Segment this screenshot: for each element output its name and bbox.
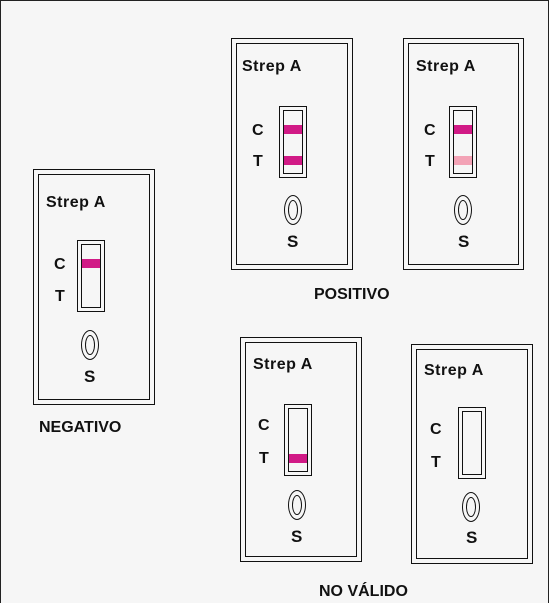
cassette-brand-label: Strep A bbox=[242, 58, 302, 75]
sample-well-label: S bbox=[466, 528, 478, 547]
test-band bbox=[289, 454, 307, 463]
cassette-invalid-test-only: Strep A C T S bbox=[240, 337, 362, 562]
caption-invalid: NO VÁLIDO bbox=[319, 583, 408, 600]
cassette-negative: Strep A C T S bbox=[33, 169, 155, 405]
control-line-label: C bbox=[54, 256, 66, 273]
cassette-positive-strong: Strep A C T S bbox=[231, 38, 353, 270]
cassette-brand-label: Strep A bbox=[46, 194, 106, 211]
sample-well-label: S bbox=[458, 232, 470, 251]
sample-well-icon bbox=[284, 195, 302, 225]
control-line-label: C bbox=[258, 417, 270, 434]
control-band bbox=[454, 125, 472, 134]
cassette-brand-label: Strep A bbox=[424, 362, 484, 379]
caption-negative: NEGATIVO bbox=[39, 419, 122, 436]
control-line-label: C bbox=[252, 122, 264, 139]
test-line-label: T bbox=[431, 454, 441, 471]
control-line-label: C bbox=[424, 122, 436, 139]
control-band bbox=[82, 259, 100, 268]
test-strip-window bbox=[449, 106, 477, 178]
test-line-label: T bbox=[253, 153, 263, 170]
test-strip-window bbox=[279, 106, 307, 178]
cassette-positive-weak: Strep A C T S bbox=[403, 38, 524, 270]
test-band-faint bbox=[454, 156, 472, 165]
cassette-brand-label: Strep A bbox=[253, 356, 313, 373]
test-line-label: T bbox=[425, 153, 435, 170]
sample-well-icon bbox=[462, 492, 480, 522]
sample-well-icon bbox=[288, 490, 306, 520]
sample-well-label: S bbox=[287, 232, 299, 251]
test-strip-window bbox=[77, 240, 105, 312]
control-band bbox=[284, 125, 302, 134]
sample-well-label: S bbox=[291, 527, 303, 546]
test-line-label: T bbox=[259, 450, 269, 467]
sample-well-icon bbox=[81, 330, 99, 360]
control-line-label: C bbox=[430, 421, 442, 438]
test-strip-window bbox=[284, 404, 312, 476]
sample-well-label: S bbox=[84, 367, 96, 386]
test-strip-window bbox=[458, 407, 486, 479]
cassette-brand-label: Strep A bbox=[416, 58, 476, 75]
test-line-label: T bbox=[55, 288, 65, 305]
test-band bbox=[284, 156, 302, 165]
cassette-invalid-no-lines: Strep A C T S bbox=[411, 344, 533, 564]
caption-positive: POSITIVO bbox=[314, 286, 390, 303]
sample-well-icon bbox=[454, 195, 472, 225]
